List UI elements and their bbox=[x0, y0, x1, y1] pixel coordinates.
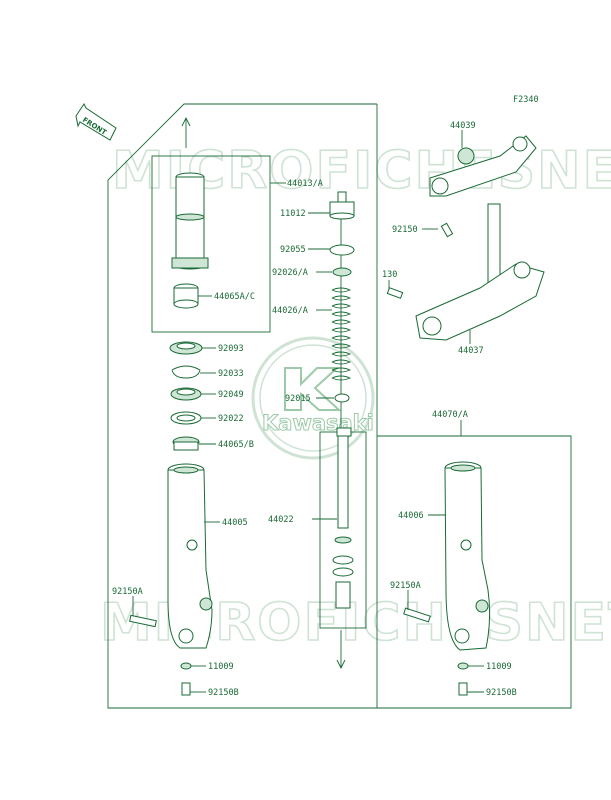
upper-triple-clamp-part bbox=[429, 135, 537, 197]
part-label-130[interactable]: 130 bbox=[382, 270, 397, 280]
part-label-92055[interactable]: 92055 bbox=[280, 245, 306, 255]
part-label-44013a[interactable]: 44013/A bbox=[287, 179, 323, 189]
piston-ring-part bbox=[334, 393, 350, 403]
fork-spring-part bbox=[331, 287, 352, 381]
leader-lines bbox=[132, 130, 484, 693]
drain-washer-right-part bbox=[457, 662, 469, 670]
right-outer-tube-part bbox=[444, 461, 491, 651]
oil-seal-stack bbox=[169, 341, 203, 451]
part-label-44006[interactable]: 44006 bbox=[398, 511, 424, 521]
part-label-92150[interactable]: 92150 bbox=[392, 225, 418, 235]
part-label-11009-left[interactable]: 11009 bbox=[208, 662, 234, 672]
part-label-44065ac[interactable]: 44065A/C bbox=[214, 292, 255, 302]
part-label-44039[interactable]: 44039 bbox=[450, 121, 476, 131]
spacer-washer-part bbox=[332, 267, 352, 277]
drain-bolt-right-part bbox=[458, 682, 468, 696]
part-label-92093[interactable]: 92093 bbox=[218, 344, 244, 354]
clamp-bolt-upper-part bbox=[440, 222, 454, 238]
part-label-11012[interactable]: 11012 bbox=[280, 209, 306, 219]
part-label-92150a-left[interactable]: 92150A bbox=[112, 587, 143, 597]
axle-bolt-left-part bbox=[129, 614, 157, 628]
part-label-44070a[interactable]: 44070/A bbox=[432, 410, 468, 420]
part-label-92022[interactable]: 92022 bbox=[218, 414, 244, 424]
part-label-11009-right[interactable]: 11009 bbox=[486, 662, 512, 672]
part-label-44037[interactable]: 44037 bbox=[458, 346, 484, 356]
part-label-92026a[interactable]: 92026/A bbox=[272, 268, 308, 278]
kawasaki-logo-text: Kawasaki bbox=[262, 411, 374, 435]
axle-bolt-right-part bbox=[403, 607, 431, 623]
part-label-92150b-left[interactable]: 92150B bbox=[208, 688, 239, 698]
cap-bolt-part bbox=[329, 191, 355, 220]
damper-rod-part bbox=[332, 427, 354, 609]
kawasaki-logo-watermark: Kawasaki bbox=[251, 336, 375, 460]
part-label-44065b[interactable]: 44065/B bbox=[218, 440, 254, 450]
bushing-part bbox=[173, 283, 199, 309]
left-outer-tube-part bbox=[167, 463, 213, 649]
part-label-44005[interactable]: 44005 bbox=[222, 518, 248, 528]
front-arrow-icon: FRONT bbox=[75, 103, 117, 141]
clamp-bolt-lower-part bbox=[386, 287, 404, 299]
part-label-92150b-right[interactable]: 92150B bbox=[486, 688, 517, 698]
drain-washer-left-part bbox=[180, 662, 192, 670]
part-label-92033[interactable]: 92033 bbox=[218, 369, 244, 379]
part-labels: 44039 44013/A 11012 92150 92055 92026/A … bbox=[112, 121, 517, 698]
part-label-44022[interactable]: 44022 bbox=[268, 515, 294, 525]
drain-bolt-left-part bbox=[181, 682, 191, 696]
o-ring-part bbox=[329, 244, 355, 256]
inner-tube-part bbox=[171, 172, 209, 270]
part-label-92150a-right[interactable]: 92150A bbox=[390, 581, 421, 591]
stem-lower-clamp-part bbox=[415, 203, 545, 341]
part-label-92015[interactable]: 92015 bbox=[285, 394, 311, 404]
figure-code: F2340 bbox=[513, 95, 539, 105]
part-label-44026a[interactable]: 44026/A bbox=[272, 306, 308, 316]
part-label-92049[interactable]: 92049 bbox=[218, 390, 244, 400]
